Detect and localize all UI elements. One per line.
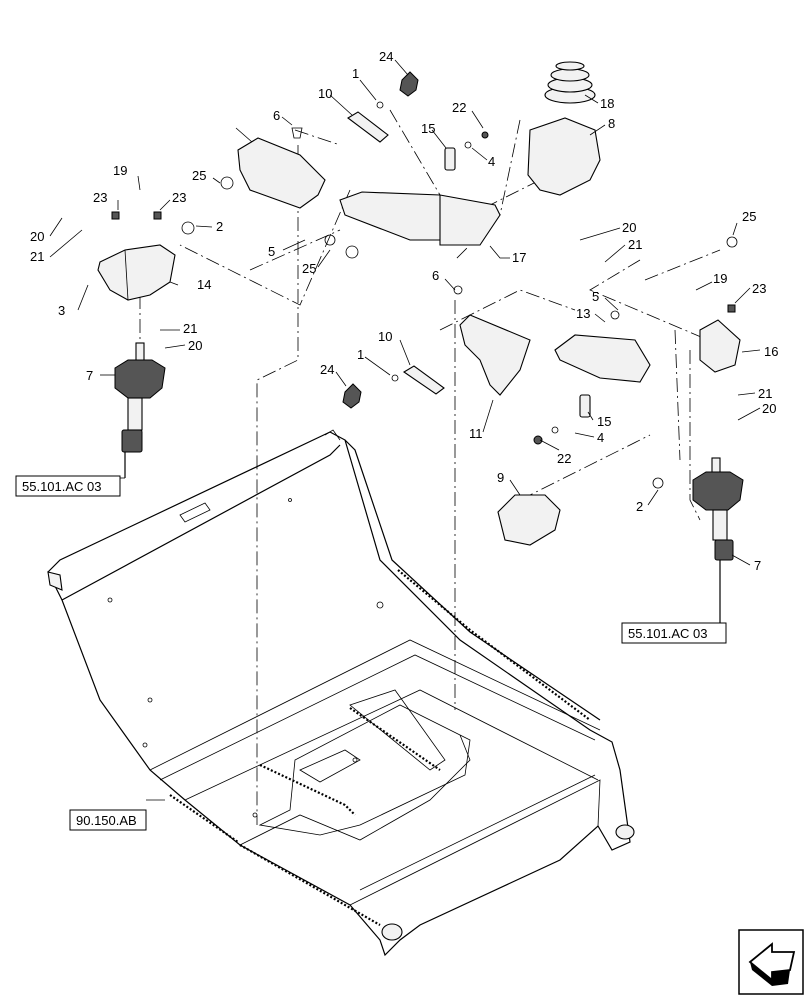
- part-13-bracket: [554, 334, 651, 383]
- callout-1: 1: [352, 66, 359, 81]
- callout-23: 23: [93, 190, 107, 205]
- callout-10: 10: [318, 86, 332, 101]
- callout-8: 8: [608, 116, 615, 131]
- callout-20: 20: [188, 338, 202, 353]
- part-24-knob: [399, 71, 419, 97]
- callout-23: 23: [172, 190, 186, 205]
- callout-21: 21: [30, 249, 44, 264]
- part-8-boot: [527, 117, 601, 196]
- callout-21: 21: [758, 386, 772, 401]
- callout-23: 23: [752, 281, 766, 296]
- callout-20: 20: [762, 401, 776, 416]
- svg-text:55.101.AC 03: 55.101.AC 03: [22, 479, 102, 494]
- part-7-joystick-right: [692, 457, 744, 561]
- part-9-boot: [497, 494, 561, 546]
- callout-24: 24: [379, 49, 393, 64]
- callout-5: 5: [268, 244, 275, 259]
- part-14-bracket: [97, 244, 176, 301]
- callout-7: 7: [86, 368, 93, 383]
- callout-15: 15: [597, 414, 611, 429]
- ref-box-floor[interactable]: 90.150.AB: [69, 809, 147, 831]
- callout-25: 25: [302, 261, 316, 276]
- part-7-joystick-left: [114, 342, 166, 453]
- callout-7: 7: [754, 558, 761, 573]
- svg-text:90.150.AB: 90.150.AB: [76, 813, 137, 828]
- callout-24: 24: [320, 362, 334, 377]
- orientation-arrow-icon: [738, 929, 804, 995]
- callout-16: 16: [764, 344, 778, 359]
- part-10-plate-right: [402, 365, 445, 395]
- part-16-bracket: [699, 319, 741, 373]
- callout-leaders: [49, 59, 761, 801]
- callout-3: 3: [58, 303, 65, 318]
- callout-15: 15: [421, 121, 435, 136]
- callout-4: 4: [488, 154, 495, 169]
- callout-numbers: 1 24 10 6 22 15 4 18 8 17 25 19 23 23 20…: [30, 49, 778, 573]
- callout-1: 1: [357, 347, 364, 362]
- callout-21: 21: [183, 321, 197, 336]
- callout-2: 2: [216, 219, 223, 234]
- callout-9: 9: [497, 470, 504, 485]
- ref-box-right[interactable]: 55.101.AC 03: [621, 622, 727, 644]
- fasteners: [111, 101, 738, 489]
- callout-25: 25: [192, 168, 206, 183]
- part-18-bellows: [544, 61, 596, 104]
- callout-20: 20: [622, 220, 636, 235]
- callout-21: 21: [628, 237, 642, 252]
- part-12-bracket: [237, 137, 326, 209]
- callout-19: 19: [713, 271, 727, 286]
- part-10-plate: [347, 111, 389, 143]
- cab-floor-frame: [47, 429, 635, 957]
- ref-box-left[interactable]: 55.101.AC 03: [15, 475, 121, 497]
- callout-20: 20: [30, 229, 44, 244]
- part-11-bracket: [459, 314, 531, 396]
- svg-text:55.101.AC 03: 55.101.AC 03: [628, 626, 708, 641]
- part-17-bracket: [339, 191, 446, 241]
- callout-11: 11: [469, 426, 483, 441]
- callout-13: 13: [576, 306, 590, 321]
- callout-18: 18: [600, 96, 614, 111]
- callout-4: 4: [597, 430, 604, 445]
- callout-6: 6: [432, 268, 439, 283]
- part-15-plate-right: [579, 394, 591, 418]
- part-15-plate: [444, 147, 456, 171]
- callout-5: 5: [592, 289, 599, 304]
- callout-19: 19: [113, 163, 127, 178]
- callout-17: 17: [512, 250, 526, 265]
- part-24-knob-right: [342, 383, 362, 409]
- callout-22: 22: [452, 100, 466, 115]
- callout-6: 6: [273, 108, 280, 123]
- callout-25: 25: [742, 209, 756, 224]
- callout-22: 22: [557, 451, 571, 466]
- callout-14: 14: [197, 277, 211, 292]
- callout-2: 2: [636, 499, 643, 514]
- callout-10: 10: [378, 329, 392, 344]
